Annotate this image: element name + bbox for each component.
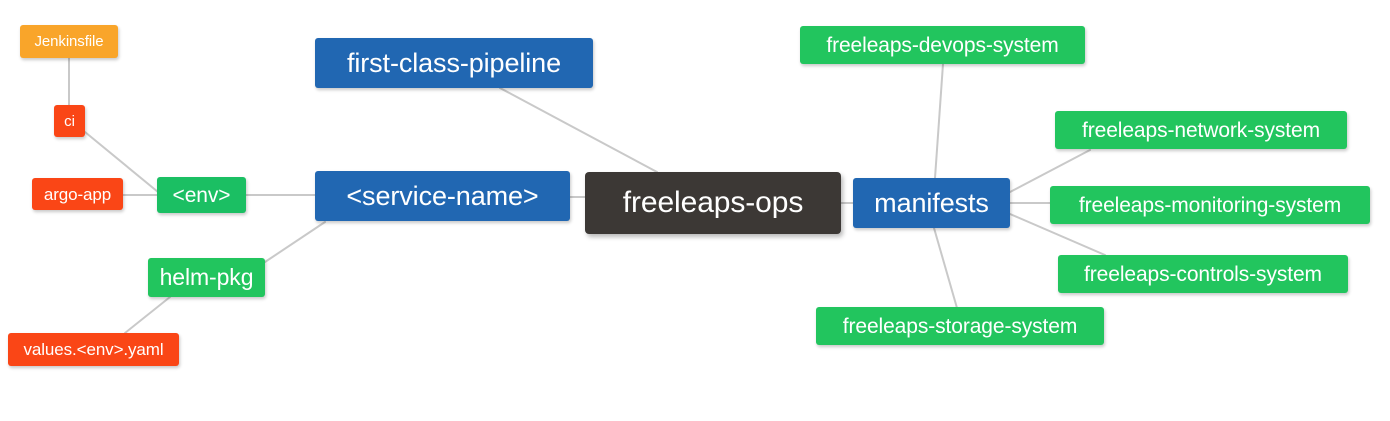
node-freeleaps-controls-system[interactable]: freeleaps-controls-system xyxy=(1058,255,1348,293)
node-freeleaps-storage-system[interactable]: freeleaps-storage-system xyxy=(816,307,1104,345)
node-first-class-pipeline[interactable]: first-class-pipeline xyxy=(315,38,593,88)
node-ci[interactable]: ci xyxy=(54,105,85,137)
node-values-yaml[interactable]: values.<env>.yaml xyxy=(8,333,179,366)
edge-manifests-to-freeleaps-storage-system xyxy=(933,227,958,309)
node-env[interactable]: <env> xyxy=(157,177,246,213)
node-service-name[interactable]: <service-name> xyxy=(315,171,570,221)
edge-helm-pkg-to-service-name xyxy=(264,221,326,263)
node-jenkinsfile[interactable]: Jenkinsfile xyxy=(20,25,118,58)
edge-manifests-to-freeleaps-devops-system xyxy=(934,63,944,179)
node-argo-app[interactable]: argo-app xyxy=(32,178,123,210)
node-manifests[interactable]: manifests xyxy=(853,178,1010,228)
node-freeleaps-monitoring-system[interactable]: freeleaps-monitoring-system xyxy=(1050,186,1370,224)
node-freeleaps-devops-system[interactable]: freeleaps-devops-system xyxy=(800,26,1085,64)
edge-values-yaml-to-helm-pkg xyxy=(124,296,171,334)
node-freeleaps-network-system[interactable]: freeleaps-network-system xyxy=(1055,111,1347,149)
node-root[interactable]: freeleaps-ops xyxy=(585,172,841,234)
edge-first-class-pipeline-to-root xyxy=(499,87,658,173)
node-helm-pkg[interactable]: helm-pkg xyxy=(148,258,265,297)
